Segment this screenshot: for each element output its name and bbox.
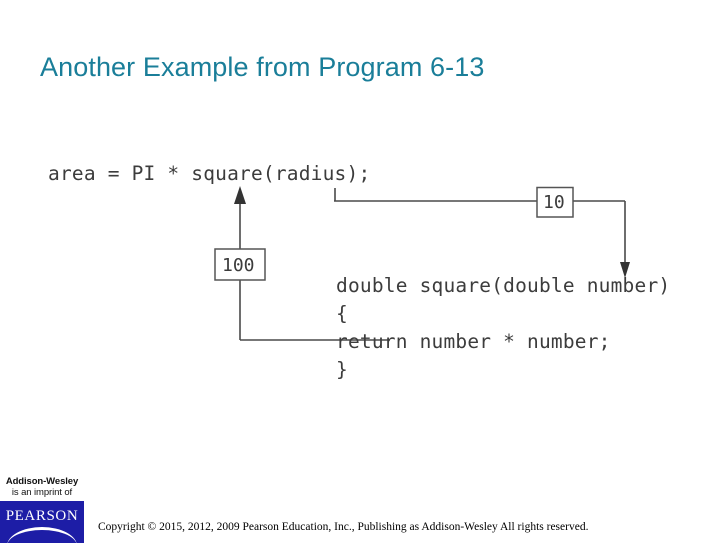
pearson-swoosh-icon xyxy=(7,527,77,543)
return-value-box xyxy=(214,248,266,281)
page-title: Another Example from Program 6-13 xyxy=(40,52,485,82)
function-close-brace-line: } xyxy=(336,358,348,381)
argument-value-box xyxy=(536,186,574,218)
argument-arrowhead-icon xyxy=(620,262,630,278)
imprint-tagline: is an imprint of xyxy=(11,487,73,498)
pearson-wordmark: PEARSON xyxy=(5,508,79,524)
copyright-notice: Copyright © 2015, 2012, 2009 Pearson Edu… xyxy=(98,521,589,533)
return-arrowhead-icon xyxy=(234,186,246,204)
return-value-label: 100 xyxy=(222,255,255,276)
function-signature-line: double square(double number) xyxy=(336,274,670,297)
publisher-logo: Addison-Wesley is an imprint of PEARSON xyxy=(0,476,84,543)
caller-code-line: area = PI * square(radius); xyxy=(48,162,370,185)
function-return-line: return number * number; xyxy=(336,330,611,353)
argument-value-label: 10 xyxy=(543,192,565,213)
function-call-diagram: area = PI * square(radius); 10 100 doubl… xyxy=(0,140,720,390)
imprint-name: Addison-Wesley xyxy=(5,476,79,487)
pearson-badge: PEARSON xyxy=(0,501,84,543)
diagram-canvas: area = PI * square(radius); 10 100 doubl… xyxy=(48,162,670,381)
function-open-brace-line: { xyxy=(336,302,348,325)
